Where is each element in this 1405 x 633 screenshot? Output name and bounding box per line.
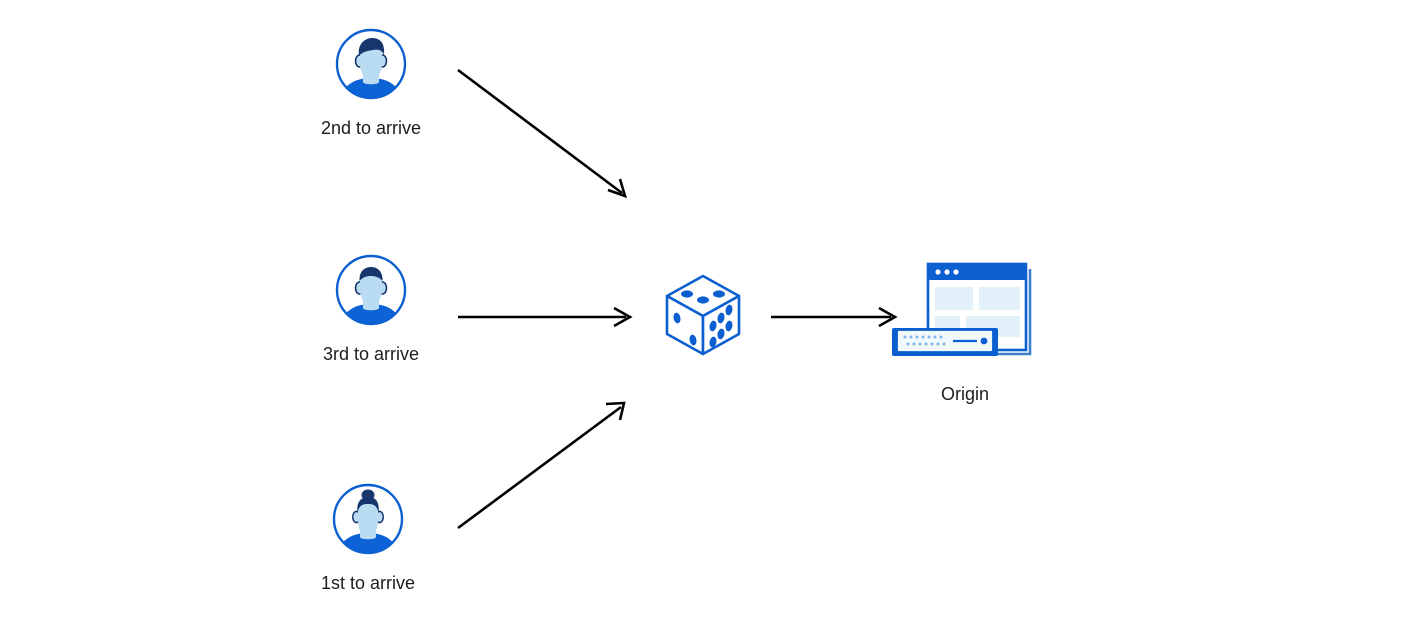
arrow-2nd-to-dice — [457, 68, 627, 199]
node-visitor-1st[interactable]: 1st to arrive — [293, 481, 443, 594]
node-label: 2nd to arrive — [320, 118, 422, 138]
user-avatar-icon — [330, 481, 406, 562]
node-origin[interactable]: Origin — [880, 256, 1050, 405]
arrow-dice-to-origin — [771, 306, 898, 328]
node-visitor-3rd[interactable]: 3rd to arrive — [296, 252, 446, 365]
router-icon — [892, 328, 998, 356]
node-label: Origin — [940, 384, 989, 404]
origin-server-icon — [880, 256, 1050, 373]
user-avatar-icon — [333, 26, 409, 107]
arrow-3rd-to-dice — [458, 306, 633, 328]
node-randomizer[interactable] — [648, 262, 758, 381]
user-avatar-icon — [333, 252, 409, 333]
node-label: 1st to arrive — [320, 573, 416, 593]
node-label: 3rd to arrive — [322, 344, 420, 364]
arrow-1st-to-dice — [457, 401, 626, 530]
dice-icon — [651, 262, 755, 371]
node-visitor-2nd[interactable]: 2nd to arrive — [296, 26, 446, 139]
